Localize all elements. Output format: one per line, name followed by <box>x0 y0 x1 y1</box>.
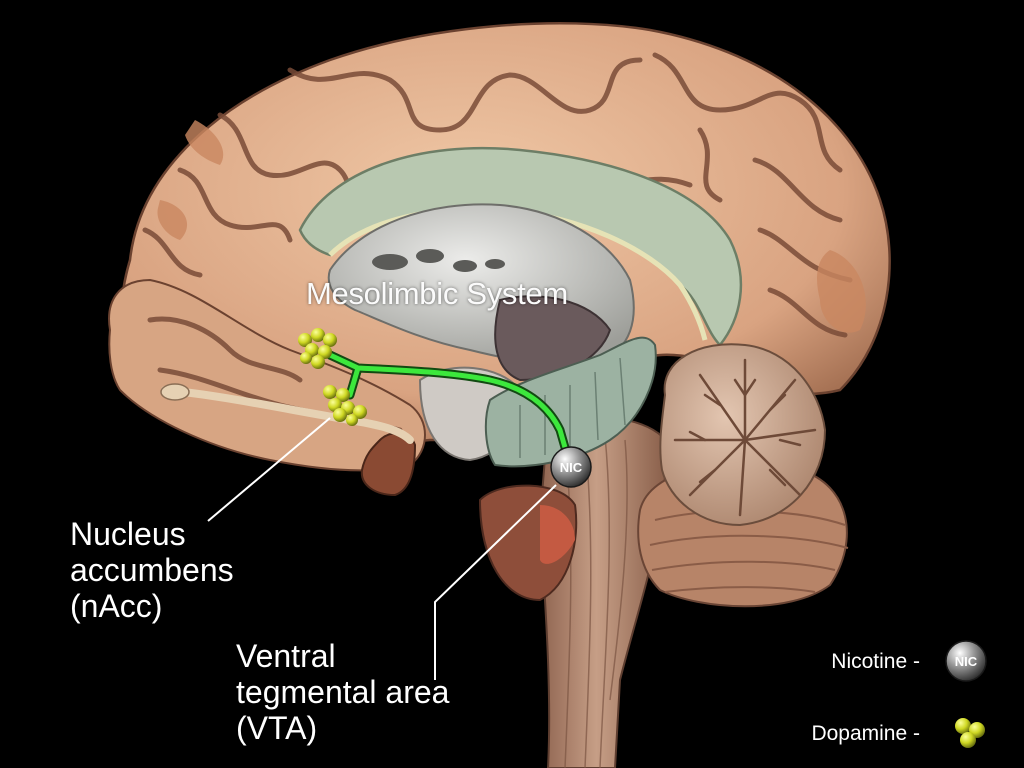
mesolimbic-pathway <box>325 350 573 463</box>
legend-dopamine-label: Dopamine - <box>811 722 920 745</box>
cerebellum <box>659 343 827 527</box>
nacc-leader-line <box>207 417 331 522</box>
vta-line-3: (VTA) <box>236 710 318 746</box>
vta-line-1: Ventral <box>236 638 336 674</box>
vta-line-2: tegmental area <box>236 674 450 710</box>
nacc-line-1: Nucleus <box>70 516 186 552</box>
dopamine-cluster-upper <box>298 328 337 369</box>
nacc-line-3: (nAcc) <box>70 588 163 624</box>
dopamine-cluster-lower <box>323 385 367 426</box>
vta-leader-line <box>434 484 557 680</box>
nicotine-badge: NIC <box>550 446 592 488</box>
diagram-title: Mesolimbic System <box>306 276 568 311</box>
nicotine-badge-label: NIC <box>560 460 583 475</box>
hippocampus <box>484 336 657 468</box>
nicotine-legend-icon: NIC <box>945 640 987 682</box>
svg-text:NIC: NIC <box>955 654 978 669</box>
vta-label: Ventral tegmental area (VTA) <box>236 638 449 746</box>
legend-nicotine-label: Nicotine - <box>831 650 920 673</box>
dopamine-legend-icon <box>955 718 985 748</box>
nacc-line-2: accumbens <box>70 552 234 588</box>
nucleus-accumbens-label: Nucleus accumbens (nAcc) <box>70 516 234 624</box>
olfactory-tract <box>161 386 414 444</box>
